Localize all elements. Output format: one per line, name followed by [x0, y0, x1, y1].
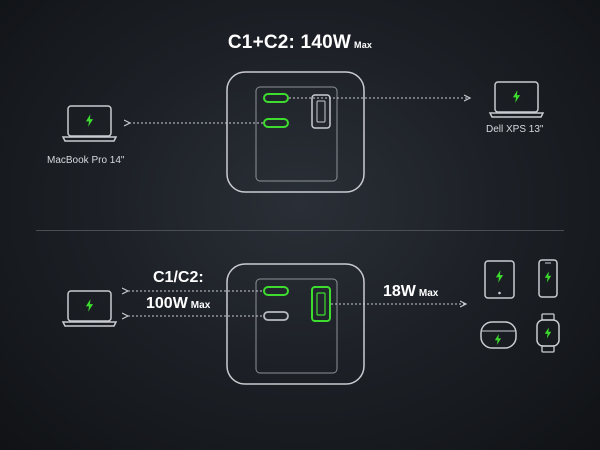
bottom-right-max: Max [418, 288, 439, 299]
earbuds-case-icon [480, 321, 517, 349]
lightning-bolt-icon [495, 270, 504, 283]
bottom-left-max: Max [190, 300, 211, 311]
bottom-usba-port [311, 286, 331, 322]
laptop-icon [61, 105, 118, 142]
bottom-left-watt: 100W [146, 295, 188, 312]
lightning-bolt-icon [512, 90, 521, 103]
smartwatch-icon [536, 313, 560, 353]
lightning-bolt-icon [85, 114, 94, 127]
top-usbc1-port [263, 93, 289, 103]
phone-icon [538, 259, 558, 298]
top-charger [226, 71, 365, 193]
bottom-usbc1-port [263, 286, 289, 296]
top-title-max: Max [354, 40, 373, 50]
lightning-bolt-icon [85, 299, 94, 312]
laptop-icon [488, 81, 545, 118]
lightning-bolt-icon [494, 334, 502, 345]
tablet-icon [484, 260, 515, 299]
bottom-usbc2-port [263, 311, 289, 321]
top-usba-port [311, 94, 331, 129]
laptop-icon [61, 290, 118, 327]
bottom-charger [226, 263, 365, 385]
lightning-bolt-icon [544, 271, 552, 283]
top-title-text: C1+C2: 140W [227, 32, 351, 53]
left-device-caption: MacBook Pro 14" [47, 155, 125, 166]
section-divider [36, 230, 564, 231]
lightning-bolt-icon [544, 327, 552, 339]
bottom-right-watt: 18W [383, 283, 416, 300]
right-device-caption: Dell XPS 13" [486, 124, 544, 135]
bottom-left-label-1: C1/C2: [153, 269, 204, 286]
top-usbc2-port [263, 118, 289, 128]
